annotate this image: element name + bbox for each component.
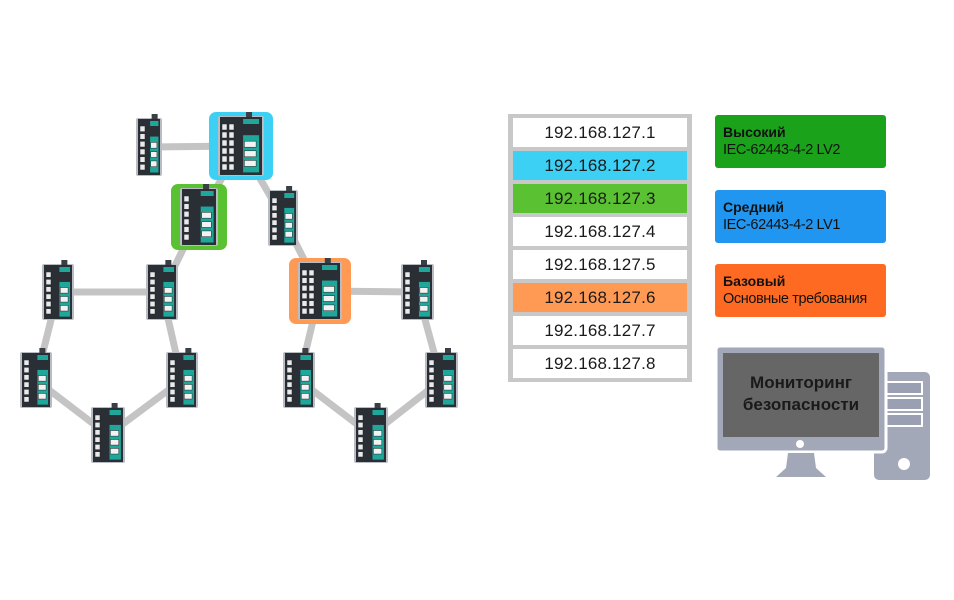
monitoring-label-line1: Мониторинг — [750, 373, 852, 392]
ip-address: 192.168.127.5 — [544, 254, 656, 274]
security-level-high: Высокий IEC-62443-4-2 LV2 — [715, 115, 886, 168]
level-title: Средний — [723, 199, 785, 215]
switch-icon — [268, 186, 298, 246]
ip-row-2: 192.168.127.2 — [513, 151, 687, 180]
monitoring-label-line2: безопасности — [742, 395, 860, 414]
switch-icon — [218, 112, 264, 176]
ip-address: 192.168.127.1 — [544, 122, 656, 142]
level-description: Основные требования — [723, 291, 867, 307]
ip-row-6: 192.168.127.6 — [513, 283, 687, 312]
ip-address: 192.168.127.2 — [544, 155, 656, 175]
monitor-stand-icon — [776, 453, 826, 477]
switch-icon — [166, 348, 198, 408]
switch-icon — [91, 403, 125, 463]
ip-row-1: 192.168.127.1 — [513, 118, 687, 147]
switch-icon — [298, 258, 342, 320]
switch-icon — [42, 260, 74, 320]
ip-address: 192.168.127.4 — [544, 221, 656, 241]
security-monitoring-workstation: Мониторинг безопасности — [716, 346, 932, 482]
switches-layer — [20, 112, 458, 463]
switch-icon — [146, 260, 178, 320]
level-title: Базовый — [723, 273, 786, 289]
ip-address: 192.168.127.3 — [544, 188, 656, 208]
ip-row-7: 192.168.127.7 — [513, 316, 687, 345]
switch-icon — [401, 260, 434, 320]
level-title: Высокий — [723, 124, 786, 140]
switch-icon — [180, 184, 218, 246]
ip-row-5: 192.168.127.5 — [513, 250, 687, 279]
level-description: IEC-62443-4-2 LV1 — [723, 217, 841, 233]
ip-address: 192.168.127.7 — [544, 320, 656, 340]
ip-row-3: 192.168.127.3 — [513, 184, 687, 213]
ip-row-4: 192.168.127.4 — [513, 217, 687, 246]
network-topology — [20, 112, 458, 463]
security-level-medium: Средний IEC-62443-4-2 LV1 — [715, 190, 886, 243]
switch-icon — [136, 114, 162, 176]
links-layer — [32, 142, 445, 438]
monitor-screen — [723, 353, 879, 437]
monitoring-label: Мониторинг безопасности — [726, 356, 876, 432]
ip-address: 192.168.127.8 — [544, 353, 656, 373]
switch-icon — [283, 348, 315, 408]
ip-address-table: 192.168.127.1 192.168.127.2 192.168.127.… — [508, 114, 692, 382]
ip-row-8: 192.168.127.8 — [513, 349, 687, 378]
ip-address: 192.168.127.6 — [544, 287, 656, 307]
computer-icon — [716, 346, 930, 480]
security-level-basic: Базовый Основные требования — [715, 264, 886, 317]
switch-icon — [20, 348, 52, 408]
switch-icon — [354, 403, 388, 463]
switch-icon — [425, 348, 458, 408]
level-description: IEC-62443-4-2 LV2 — [723, 142, 841, 158]
